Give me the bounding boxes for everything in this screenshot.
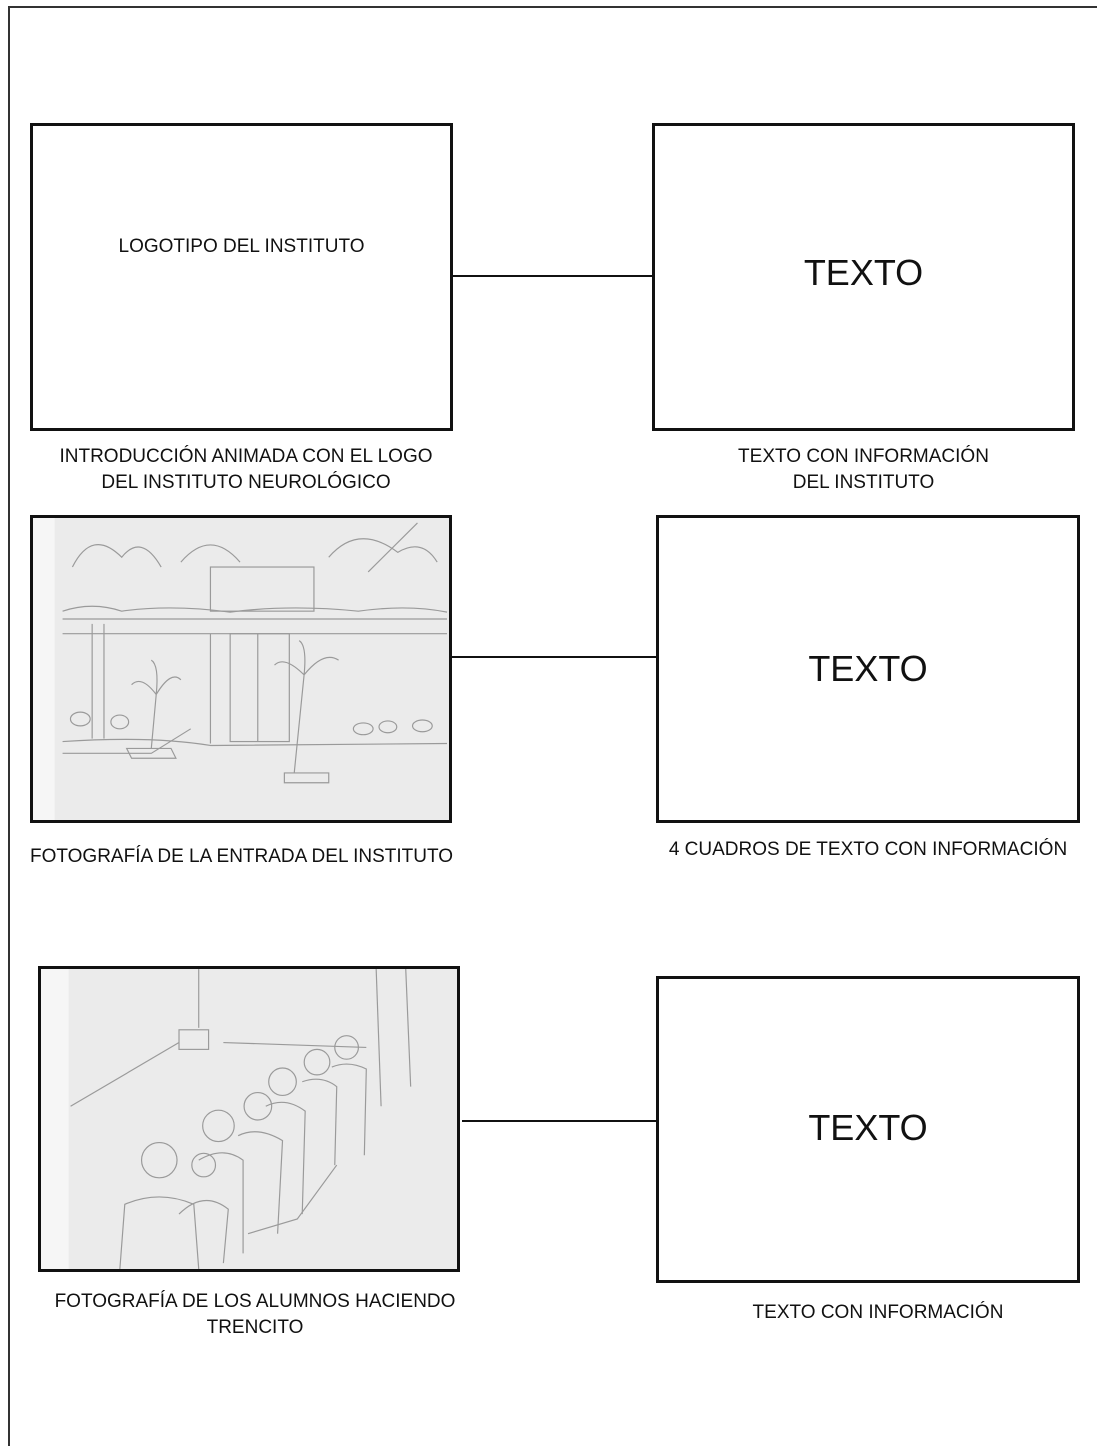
caption-intro-animation: INTRODUCCIÓN ANIMADA CON EL LOGO DEL INS… <box>40 444 452 496</box>
caption-students-photo: FOTOGRAFÍA DE LOS ALUMNOS HACIENDO TRENC… <box>45 1289 465 1341</box>
caption-four-text-boxes: 4 CUADROS DE TEXTO CON INFORMACIÓN <box>668 839 1068 860</box>
text-box-1-label: TEXTO <box>803 252 924 293</box>
text-box-3: TEXTO <box>656 976 1080 1283</box>
page-frame <box>8 6 1097 1446</box>
entrance-sketch-photo <box>30 515 452 823</box>
logo-placeholder-label: LOGOTIPO DEL INSTITUTO <box>118 236 365 257</box>
caption-institute-info: TEXTO CON INFORMACIÓN DEL INSTITUTO <box>652 444 1075 496</box>
text-box-2: TEXTO <box>656 515 1080 823</box>
logo-placeholder-box: LOGOTIPO DEL INSTITUTO <box>30 123 453 431</box>
caption-intro-line-2: DEL INSTITUTO NEUROLÓGICO <box>101 472 391 493</box>
caption-institute-info-line-2: DEL INSTITUTO <box>792 472 935 493</box>
students-sketch-photo <box>38 966 460 1272</box>
caption-students-line-1: FOTOGRAFÍA DE LOS ALUMNOS HACIENDO <box>54 1291 456 1312</box>
text-box-2-label: TEXTO <box>808 648 928 689</box>
text-box-1: TEXTO <box>652 123 1075 431</box>
connector-line-1 <box>453 275 653 277</box>
caption-info-text: TEXTO CON INFORMACIÓN <box>752 1302 1004 1323</box>
caption-entrance-photo: FOTOGRAFÍA DE LA ENTRADA DEL INSTITUTO <box>30 846 454 867</box>
caption-students-line-2: TRENCITO <box>206 1317 304 1338</box>
caption-intro-line-1: INTRODUCCIÓN ANIMADA CON EL LOGO <box>59 446 433 467</box>
caption-institute-info-line-1: TEXTO CON INFORMACIÓN <box>738 446 989 467</box>
connector-line-2 <box>452 656 657 658</box>
text-box-3-label: TEXTO <box>808 1107 928 1148</box>
connector-line-3 <box>462 1120 667 1122</box>
